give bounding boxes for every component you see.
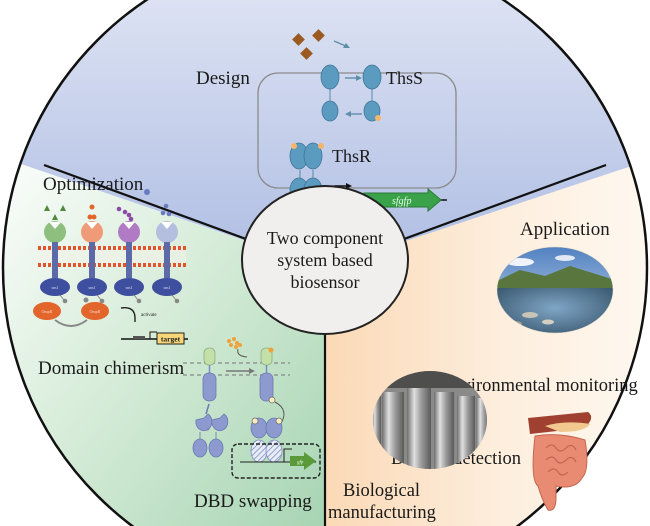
dbd-reporter-dashed-box [231, 443, 321, 479]
biological-manufacturing-image [373, 371, 487, 469]
svg-text:sns1: sns1 [51, 285, 58, 290]
center-line-3: biosensor [291, 272, 360, 292]
center-line-2: system based [277, 250, 372, 270]
lipid-bilayer [38, 246, 186, 267]
svg-text:+: + [206, 426, 210, 434]
sfgfp-label: sfgfp [392, 196, 411, 207]
thss-label: ThsS [386, 68, 423, 88]
svg-text:sns1: sns1 [163, 285, 170, 290]
svg-text:OmpR: OmpR [42, 309, 53, 314]
ligand-cluster-icon [227, 337, 242, 349]
ligand-dot-icon [144, 189, 150, 195]
regulator-monomers-icon: + [192, 413, 229, 458]
center-line-1: Two component [267, 228, 383, 248]
receptor-variants: sns1 sns1 sns1 sns1 [40, 203, 182, 304]
thss-inactive-icon [320, 64, 340, 122]
receptor-variant-icon: sns1 [114, 206, 144, 304]
center-hub: Two component system based biosensor [241, 185, 409, 335]
dbd-promoter-arrow-icon [283, 448, 292, 462]
arrowhead-icon [343, 43, 350, 48]
activate-arrow [120, 307, 136, 322]
target-label: target [161, 335, 181, 344]
receptor-variant-icon: sns1 [77, 204, 107, 304]
signal-molecule-icons [292, 29, 325, 60]
activate-label: activate [141, 313, 157, 318]
optimization-panel: Optimization sns1 sns1 sns1 sns1 OmpR OmpR … [33, 174, 321, 512]
chimeric-receptor-right-icon [259, 347, 285, 426]
cell-membrane-box [257, 72, 457, 189]
target-promoter-arrow-icon [149, 331, 157, 339]
center-circle [241, 185, 409, 335]
dbd-gfp-gene [290, 452, 316, 470]
domain-chimerism-label: Domain chimerism [38, 358, 184, 379]
receptor-variant-icon: sns1 [152, 203, 182, 304]
phosphorylated-dimer-icon [250, 417, 283, 463]
operator-box [133, 336, 145, 339]
receptor-variant-icon: sns1 [40, 205, 70, 304]
regulator-pair-icon: OmpR OmpR [33, 297, 109, 327]
biological-manufacturing-label-line-1: Biological [343, 481, 420, 501]
arrowhead-icon [356, 75, 362, 81]
thss-active-icon [362, 64, 382, 122]
chimeric-receptor-left-icon [202, 347, 217, 415]
thsr-label: ThsR [332, 146, 371, 166]
disease-detection-image [528, 412, 592, 511]
target-gene-box [156, 332, 185, 345]
arrowhead-icon [249, 368, 255, 374]
design-title: Design [196, 68, 250, 89]
arrowhead-icon [345, 111, 351, 117]
dbd-swapping-label: DBD swapping [194, 491, 312, 512]
svg-text:sns1: sns1 [88, 285, 95, 290]
arrowhead-icon [346, 183, 352, 189]
svg-text:sns1: sns1 [125, 285, 132, 290]
design-panel: Design ThsS [196, 29, 457, 230]
dbd-gfp-label: gfp [297, 461, 304, 466]
environmental-monitoring-label: Environmental monitoring [441, 376, 638, 396]
biological-manufacturing-label-line-2: manufacturing [328, 503, 436, 523]
svg-text:OmpR: OmpR [90, 309, 101, 314]
application-title: Application [520, 219, 610, 240]
optimization-title: Optimization [43, 174, 144, 195]
ligand-path-arrow [237, 348, 248, 358]
